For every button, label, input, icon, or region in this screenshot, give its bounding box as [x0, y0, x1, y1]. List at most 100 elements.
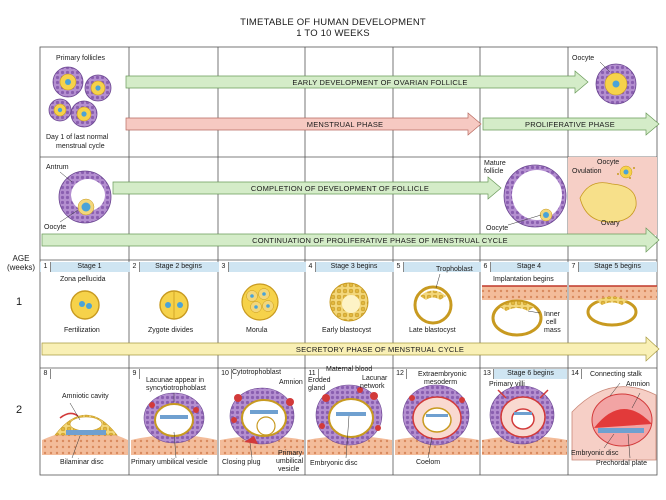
stage-label: Stage 3 begins [316, 262, 392, 272]
stage-label: Stage 1 [51, 262, 128, 272]
label-lacunae-line1: Lacunae appear in [146, 377, 204, 384]
age-label: AGE [12, 254, 30, 263]
stage-label: Stage 4 [491, 262, 567, 272]
label-primary-umb-line2: umbilical [276, 458, 304, 465]
label-eroded-line2: gland [308, 385, 326, 392]
label-primary-villi: Primary villi [489, 381, 525, 388]
arrow-continuation-label: CONTINUATION OF PROLIFERATIVE PHASE OF M… [252, 236, 508, 245]
stage-label: Stage 2 begins [140, 262, 217, 272]
day-number: 14 [569, 369, 582, 379]
day-number: 1 [41, 262, 51, 272]
label-ovary: Ovary [601, 220, 620, 227]
label-inner-line3: mass [544, 327, 561, 334]
label-zygote: Zygote divides [148, 327, 194, 334]
day-number: 13 [481, 369, 494, 379]
label-ovulation: Ovulation [572, 168, 602, 175]
label-lacunar-line1: Lacunar [362, 375, 388, 382]
label-connecting-stalk: Connecting stalk [590, 371, 642, 378]
label-oocyte-left: Oocyte [44, 224, 67, 231]
arrow-secretory [41, 336, 660, 362]
day-number: 11 [306, 369, 319, 379]
arrow-ovarian-label: EARLY DEVELOPMENT OF OVARIAN FOLLICLE [292, 78, 468, 87]
arrow-menstrual-label: MENSTRUAL PHASE [306, 120, 384, 129]
early-blastocyst-illustration [329, 282, 369, 322]
label-embryonic-disc-day14: Embryonic disc [571, 450, 619, 457]
label-primary-umbilical-vesicle: Primary umbilical vesicle [131, 459, 208, 466]
label-oocyte-ovulation: Oocyte [597, 159, 620, 166]
day9-lacunae-illustration [131, 392, 217, 459]
fertilization-illustration [70, 290, 100, 320]
day-number: 6 [481, 262, 491, 272]
label-primary-umb-line3: vesicle [278, 466, 300, 473]
age-unit-label: (weeks) [6, 263, 35, 272]
label-bilaminar-disc: Bilaminar disc [60, 459, 104, 466]
day-number: 10 [219, 369, 232, 379]
arrow-proliferative-phase [482, 112, 660, 136]
arrow-secretory-label: SECRETORY PHASE OF MENSTRUAL CYCLE [295, 345, 465, 354]
arrow-proliferative-label: PROLIFERATIVE PHASE [525, 120, 615, 129]
label-antrum: Antrum [46, 164, 69, 171]
label-extra-line2: mesoderm [424, 379, 458, 386]
day13-primary-villi-illustration [482, 385, 567, 455]
label-prechordal-plate: Prechordal plate [596, 460, 647, 467]
day12-extraembryonic-illustration [395, 384, 479, 459]
label-morula: Morula [246, 327, 268, 334]
arrow-ovarian-follicle [125, 70, 589, 94]
label-fertilization: Fertilization [64, 327, 100, 334]
mature-follicle-illustration [503, 164, 567, 228]
day-number: 3 [219, 262, 229, 272]
day10-closing-plug-illustration [220, 387, 304, 459]
primary-follicles-illustration [48, 66, 112, 128]
label-primary-follicles: Primary follicles [56, 55, 106, 62]
oocyte-top-illustration [595, 61, 637, 105]
late-blastocyst-illustration [413, 273, 453, 325]
diagram-subtitle: 1 TO 10 WEEKS [296, 28, 370, 39]
label-maternal-blood: Maternal blood [326, 366, 373, 373]
label-cytotrophoblast: Cytotrophoblast [232, 369, 282, 376]
label-trophoblast: Trophoblast [436, 266, 473, 273]
day-number: 7 [569, 262, 579, 272]
label-embryonic-disc-day11: Embryonic disc [310, 460, 358, 467]
label-primary-umb-line1: Primary [278, 450, 303, 457]
label-inner-line1: Inner [544, 311, 560, 318]
label-implantation: Implantation begins [493, 276, 554, 283]
stage-label: Stage 6 begins [494, 369, 567, 379]
stage-label: Stage 5 begins [579, 262, 656, 272]
day-number: 4 [306, 262, 316, 272]
label-eroded-line1: Eroded [308, 377, 331, 384]
label-lacunae-line2: syncytiotrophoblast [146, 385, 206, 392]
day7-implantation-illustration [569, 285, 657, 327]
day-number: 12 [394, 369, 407, 379]
label-zona-pellucida: Zona pellucida [60, 276, 106, 283]
ovulation-illustration [579, 165, 637, 223]
antral-follicle-illustration [58, 170, 112, 224]
diagram-title: TIMETABLE OF HUMAN DEVELOPMENT [240, 17, 426, 28]
label-extra-line1: Extraembryonic [418, 371, 467, 378]
day8-bilaminar-illustration [42, 402, 128, 459]
day-number: 8 [41, 369, 51, 379]
implantation-illustration [482, 285, 567, 337]
arrow-follicle-completion [112, 176, 502, 200]
label-day1-line1: Day 1 of last normal [46, 134, 109, 141]
label-mature-line1: Mature [484, 160, 506, 167]
label-early-blastocyst: Early blastocyst [322, 327, 372, 334]
label-closing-plug: Closing plug [222, 459, 261, 466]
arrow-follicle-label: COMPLETION OF DEVELOPMENT OF FOLLICLE [250, 184, 430, 193]
label-oocyte-mature: Oocyte [486, 225, 509, 232]
label-late-blastocyst: Late blastocyst [409, 327, 456, 334]
week-2-label: 2 [16, 404, 23, 416]
day-number: 2 [130, 262, 140, 272]
day11-lacunar-network-illustration [307, 384, 392, 459]
arrow-continuation [41, 227, 660, 253]
label-day1-line2: menstrual cycle [56, 143, 105, 150]
morula-illustration [241, 283, 279, 321]
day14-embryonic-disc-illustration [571, 382, 657, 461]
label-coelom: Coelom [416, 459, 441, 466]
label-amniotic-cavity: Amniotic cavity [62, 393, 109, 400]
day-number: 5 [394, 262, 404, 272]
day-number: 9 [130, 369, 140, 379]
zygote-illustration [159, 290, 189, 320]
label-inner-line2: cell [546, 319, 557, 326]
label-amnion-day10: Amnion [279, 379, 303, 386]
